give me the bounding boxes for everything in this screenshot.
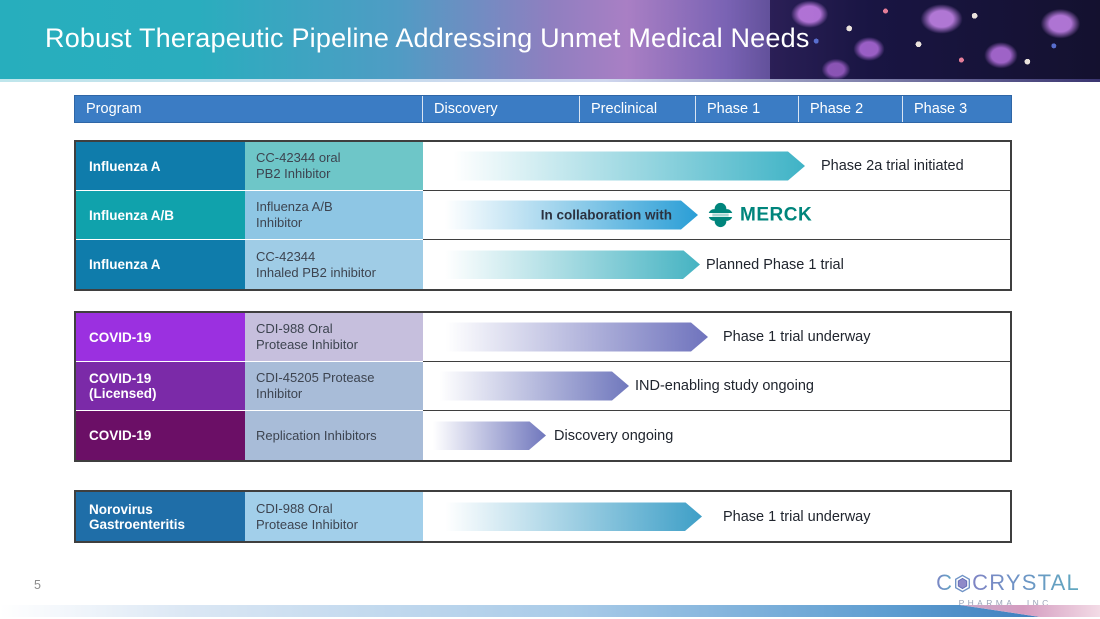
progress-track: Discovery ongoing (423, 411, 1010, 460)
brand-name-part1: C (936, 570, 954, 595)
progress-track: Phase 1 trial underway (423, 492, 1010, 541)
program-name-line: Influenza A/B (89, 207, 175, 223)
column-header-phase-1: Phase 1 (695, 96, 798, 122)
hexagon-molecule-icon (955, 574, 971, 592)
row-divider (423, 361, 1010, 362)
drug-cell: Replication Inhibitors (245, 411, 423, 460)
title-banner: Robust Therapeutic Pipeline Addressing U… (0, 0, 1100, 79)
program-name-line: Influenza A (89, 257, 161, 272)
status-label: Phase 1 trial underway (723, 329, 871, 345)
program-name-line: COVID-19 (89, 371, 152, 386)
program-cell: Influenza A/B (76, 191, 245, 239)
row-divider (423, 410, 1010, 411)
drug-name-line: PB2 Inhibitor (256, 166, 331, 181)
drug-name-line: Protease Inhibitor (256, 337, 358, 352)
column-header-program: Program (86, 101, 142, 117)
column-header-phase-3: Phase 3 (902, 96, 1011, 122)
phase-progress-arrow (423, 372, 629, 401)
status-label: Discovery ongoing (554, 427, 674, 444)
program-name-line: COVID-19 (89, 428, 152, 443)
molecular-structure-graphic (770, 0, 1100, 79)
program-name-line: Norovirus (89, 501, 153, 517)
arrow-inline-label: In collaboration with (540, 207, 672, 223)
drug-name-line: Inhibitor (256, 386, 303, 401)
column-header-discovery: Discovery (422, 96, 579, 122)
phase-progress-arrow (423, 421, 546, 450)
drug-name-line: CDI-45205 Protease (256, 370, 375, 385)
drug-name-line: Replication Inhibitors (256, 427, 377, 443)
pipeline-row[interactable]: COVID-19 Replication Inhibitors Discovery … (76, 411, 1010, 460)
drug-name-line: Inhibitor (256, 215, 303, 230)
program-cell: COVID-19(Licensed) (76, 362, 245, 410)
company-logo: C CRYSTAL PHARMA, INC. (936, 570, 1080, 608)
phase-progress-arrow: In collaboration with (423, 201, 698, 230)
merck-wordmark: MERCK (740, 204, 813, 225)
drug-name-line: CC-42344 (256, 248, 316, 264)
drug-name-line: Protease Inhibitor (256, 516, 358, 532)
program-cell: Influenza A (76, 240, 245, 289)
merck-partner-logo: MERCK (708, 202, 813, 228)
program-name-line: Influenza A (89, 158, 161, 174)
page-number: 5 (34, 578, 41, 592)
progress-track: Phase 2a trial initiated (423, 142, 1010, 190)
column-header-preclinical: Preclinical (579, 96, 695, 122)
program-name-line: Gastroenteritis (89, 516, 186, 532)
program-name-line: COVID-19 (89, 329, 152, 345)
column-header-phase-2: Phase 2 (798, 96, 902, 122)
program-cell: COVID-19 (76, 411, 245, 460)
brand-name-part2: CRYSTAL (972, 570, 1080, 595)
drug-name-line: CDI-988 Oral (256, 500, 333, 516)
drug-name-line: Influenza A/B (256, 199, 333, 214)
progress-track: Phase 1 trial underway (423, 313, 1010, 361)
swoosh-shape (0, 605, 1100, 617)
program-name-line: (Licensed) (89, 386, 157, 401)
phase-progress-arrow (423, 152, 805, 181)
progress-track: Planned Phase 1 trial (423, 240, 1010, 289)
phase-progress-arrow (423, 502, 702, 531)
progress-track: In collaboration with MERCK (423, 191, 1010, 239)
merck-clover-icon (708, 202, 733, 228)
program-cell: COVID-19 (76, 313, 245, 361)
page-title: Robust Therapeutic Pipeline Addressing U… (45, 23, 810, 53)
drug-name-line: CDI-988 Oral (256, 321, 333, 336)
brand-tagline: PHARMA, INC. (958, 598, 1058, 608)
drug-name-line: Inhaled PB2 inhibitor (256, 264, 376, 280)
drug-name-line: CC-42344 oral (256, 150, 341, 165)
phase-progress-arrow (423, 250, 700, 279)
banner-underline (0, 79, 1100, 82)
status-label: IND-enabling study ongoing (635, 378, 814, 394)
program-cell: Influenza A (76, 142, 245, 190)
status-label: Phase 2a trial initiated (821, 158, 964, 174)
row-divider (423, 239, 1010, 240)
row-divider (423, 190, 1010, 191)
status-label: Phase 1 trial underway (723, 508, 871, 525)
progress-track: IND-enabling study ongoing (423, 362, 1010, 410)
phase-progress-arrow (423, 323, 708, 352)
footer-swoosh (0, 597, 1100, 619)
status-label: Planned Phase 1 trial (706, 256, 844, 273)
